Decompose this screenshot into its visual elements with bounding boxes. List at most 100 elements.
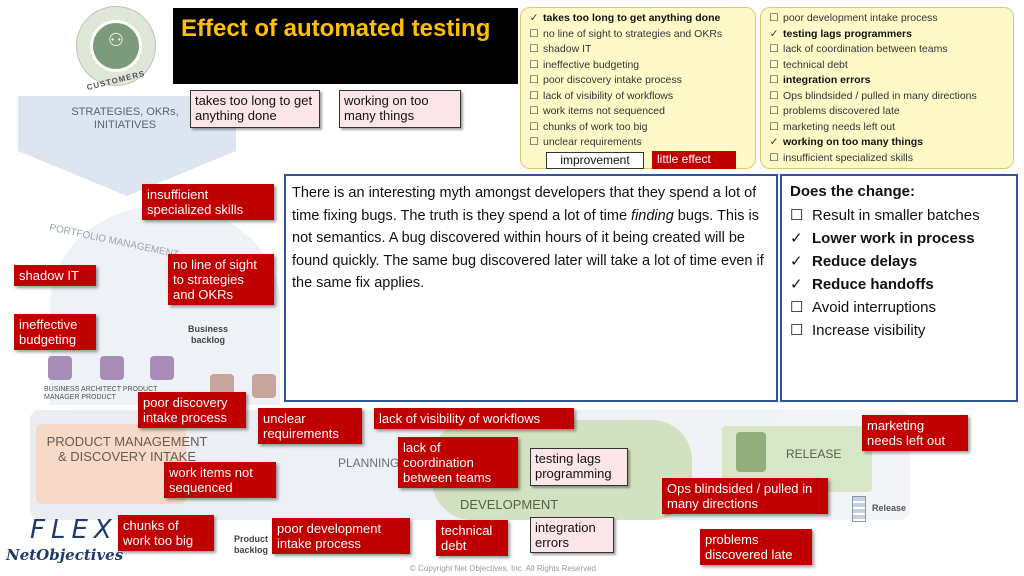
checkbox-icon: ☐ xyxy=(769,151,779,164)
checklist-item: ☐ Result in smaller batches xyxy=(790,204,1008,227)
product-management-label: PRODUCT MANAGEMENT & DISCOVERY INTAKE xyxy=(46,434,208,464)
checkbox-icon: ☐ xyxy=(529,120,539,133)
red-tag-insufficient-skills: insufficient specialized skills xyxy=(142,184,274,220)
checklist-item: ☐ marketing needs left out xyxy=(765,120,1009,136)
checklist-right: ☐poor development intake process✓testing… xyxy=(760,7,1014,169)
product-manager-icon xyxy=(100,356,124,380)
change-checklist-panel: Does the change: ☐ Result in smaller batc… xyxy=(780,174,1018,402)
copyright-notice: © Copyright Net Objectives, Inc. All Rig… xyxy=(410,564,596,573)
release-stack-icon xyxy=(852,496,866,522)
checkbox-icon: ☐ xyxy=(769,105,779,117)
checklist-item: ☐ lack of coordination between teams xyxy=(765,42,1009,58)
checkbox-icon: ☐ xyxy=(769,89,779,102)
red-tag-chunks-too-big: chunks of work too big xyxy=(118,515,214,551)
checklist-item-label: working on too many things xyxy=(783,136,923,148)
checkbox-icon: ☐ xyxy=(769,74,779,86)
flex-logo: FLEX xyxy=(30,515,118,545)
checklist-item-label: Result in smaller batches xyxy=(812,207,980,224)
checklist-item: ☐ work items not sequenced xyxy=(525,104,751,120)
checklist-item: ✓Lower work in process xyxy=(790,227,1008,250)
checklist-item-label: Avoid interruptions xyxy=(812,299,936,316)
release-label: RELEASE xyxy=(786,447,842,461)
checklist-item: ☐ problems discovered late xyxy=(765,104,1009,120)
legend-little-effect: little effect xyxy=(652,151,736,169)
red-tag-budgeting: ineffective budgeting xyxy=(14,314,96,350)
checklist-item: ☐unclear requirements xyxy=(525,135,751,151)
checkbox-icon: ☐ xyxy=(790,207,804,224)
checklist-item: ✓ Reduce delays xyxy=(790,250,1008,273)
checklist-item-label: lack of visibility of workflows xyxy=(543,89,674,102)
checklist-item: ☐Avoid interruptions xyxy=(790,296,1008,319)
checklist-item: ☐ chunks of work too big xyxy=(525,120,751,136)
development-label: DEVELOPMENT xyxy=(460,497,559,512)
checklist-item: ☐no line of sight to strategies and OKRs xyxy=(525,27,751,43)
red-tag-unclear-requirements: unclear requirements xyxy=(258,408,362,444)
checklist-item: ☐shadow IT xyxy=(525,42,751,58)
checklist-item-label: Increase visibility xyxy=(812,322,926,339)
checklist-item-label: Ops blindsided / pulled in many directio… xyxy=(783,89,977,102)
checkbox-icon: ☐ xyxy=(529,27,539,40)
checklist-item-label: Reduce delays xyxy=(812,253,918,270)
checkbox-icon: ☐ xyxy=(769,58,779,71)
checklist-item-label: work items not sequenced xyxy=(543,105,665,117)
checklist-item-label: insufficient specialized skills xyxy=(783,151,913,164)
checklist-item: ☐ Increase visibility xyxy=(790,319,1008,342)
checkbox-icon: ☐ xyxy=(529,136,539,148)
net-objectives-logo: NetObjectives xyxy=(6,546,124,564)
checklist-item-label: marketing needs left out xyxy=(783,120,896,133)
checkbox-icon: ☐ xyxy=(529,58,539,71)
checkbox-icon: ☐ xyxy=(769,120,779,133)
checkbox-icon: ☐ xyxy=(790,322,804,339)
strategies-label: STRATEGIES, OKRs, INITIATIVES xyxy=(71,106,179,131)
red-tag-problems-late: problems discovered late xyxy=(700,529,812,565)
product-owner-icon xyxy=(150,356,174,380)
checklist-item: ✓ takes too long to get anything done xyxy=(525,11,751,27)
customers-badge-inner xyxy=(90,20,142,72)
checkmark-icon: ✓ xyxy=(790,253,803,270)
red-tag-not-sequenced: work items not sequenced xyxy=(164,462,276,498)
red-tag-dev-intake: poor development intake process xyxy=(272,518,410,554)
checklist-item-label: Lower work in process xyxy=(812,230,975,247)
pink-tag-takes-too-long: takes too long to get anything done xyxy=(190,90,320,128)
release-item-label: Release xyxy=(872,503,907,513)
checkbox-icon: ☐ xyxy=(769,12,779,24)
checkmark-icon: ✓ xyxy=(769,27,779,40)
product-backlog-label: Product backlog xyxy=(234,534,269,555)
red-tag-shadow-it: shadow IT xyxy=(14,265,96,286)
checkmark-icon: ✓ xyxy=(529,12,539,24)
checklist-item: ☐ integration errors xyxy=(765,73,1009,89)
checkmark-icon: ✓ xyxy=(769,136,779,148)
red-tag-coordination: lack of coordination between teams xyxy=(398,437,518,488)
checklist-item: ☐technical debt xyxy=(765,58,1009,74)
red-tag-ops-blindsided: Ops blindsided / pulled in many directio… xyxy=(662,478,828,514)
checklist-item: ☐lack of visibility of workflows xyxy=(525,89,751,105)
checkbox-icon: ☐ xyxy=(529,74,539,86)
checklist-item-label: problems discovered late xyxy=(783,105,900,117)
roles-label: BUSINESS ARCHITECT PRODUCT MANAGER PRODU… xyxy=(44,386,158,401)
slide-title: Effect of automated testing xyxy=(173,8,518,84)
red-tag-marketing: marketing needs left out xyxy=(862,415,968,451)
checkbox-icon: ☐ xyxy=(529,105,539,117)
pink-tag-testing-lags: testing lags programming xyxy=(530,448,628,486)
checklist-item-label: integration errors xyxy=(783,74,871,86)
checklist-item-label: testing lags programmers xyxy=(783,27,912,40)
checklist-item-label: lack of coordination between teams xyxy=(783,43,948,55)
checklist-item: ☐poor development intake process xyxy=(765,11,1009,27)
checklist-item-label: ineffective budgeting xyxy=(543,58,640,71)
checklist-item-label: takes too long to get anything done xyxy=(543,12,721,24)
explanation-emphasis: finding xyxy=(631,207,674,224)
business-architect-icon xyxy=(48,356,72,380)
checklist-item-label: Reduce handoffs xyxy=(812,276,934,293)
checklist-item: ☐ Ops blindsided / pulled in many directi… xyxy=(765,89,1009,105)
checklist-item-label: chunks of work too big xyxy=(543,120,648,133)
checklist-item: ☐ ineffective budgeting xyxy=(525,58,751,74)
checkbox-icon: ☐ xyxy=(769,43,779,55)
checklist-item: ✓ working on too many things xyxy=(765,135,1009,151)
checklist-item-label: poor discovery intake process xyxy=(543,74,682,86)
checklist-item: ✓ testing lags programmers xyxy=(765,27,1009,43)
change-checklist-title: Does the change: xyxy=(790,183,916,200)
pink-tag-integration-errors: integration errors xyxy=(530,517,614,553)
red-tag-technical-debt: technical debt xyxy=(436,520,508,556)
checklist-item: ☐ insufficient specialized skills xyxy=(765,151,1009,167)
red-tag-line-of-sight: no line of sight to strategies and OKRs xyxy=(168,254,274,305)
